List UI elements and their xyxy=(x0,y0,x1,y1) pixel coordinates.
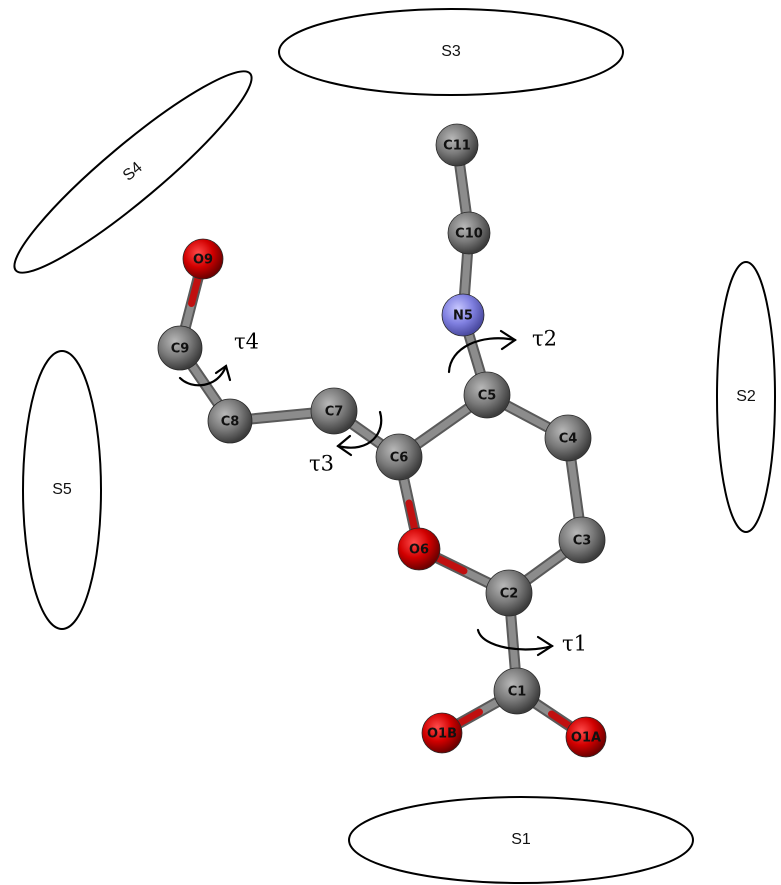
atom-c10: C10 xyxy=(447,211,491,255)
atom-sphere-c10 xyxy=(447,211,491,255)
atom-sphere-c1 xyxy=(493,667,541,715)
atom-sphere-c11 xyxy=(435,123,479,167)
site-s2: S2 xyxy=(716,261,776,533)
atom-c1: C1 xyxy=(493,667,541,715)
atom-sphere-c8 xyxy=(207,398,253,444)
site-ellipse-s1 xyxy=(348,796,694,884)
atom-o9: O9 xyxy=(182,238,224,280)
atom-sphere-n5 xyxy=(441,293,485,337)
atom-sphere-c3 xyxy=(558,516,606,564)
atom-sphere-o6 xyxy=(397,527,441,571)
atom-c5: C5 xyxy=(463,371,511,419)
atom-o1a: O1A xyxy=(565,716,607,758)
torsion-arrow-curve-t4 xyxy=(178,364,228,387)
atom-n5: N5 xyxy=(441,293,485,337)
torsion-arrow-t2 xyxy=(447,329,517,374)
site-ellipse-s3 xyxy=(278,8,624,96)
torsion-arrow-head-t1 xyxy=(536,635,555,657)
torsion-label-t2: τ2 xyxy=(532,327,557,351)
torsion-label-t4: τ4 xyxy=(234,330,259,354)
atom-o1b: O1B xyxy=(421,712,463,754)
torsion-arrow-head-t2 xyxy=(499,329,517,351)
torsion-arrow-t1 xyxy=(476,628,555,657)
site-s5: S5 xyxy=(22,350,102,630)
atom-label-c6: C6 xyxy=(390,451,409,466)
atom-sphere-c4 xyxy=(544,414,592,462)
atom-label-c2: C2 xyxy=(500,587,519,602)
atom-sphere-o1a xyxy=(565,716,607,758)
site-ellipse-s4 xyxy=(13,70,253,274)
torsion-arrow-curve-t3 xyxy=(336,410,383,449)
torsion-arrow-head-t3 xyxy=(336,434,353,457)
atom-c3: C3 xyxy=(558,516,606,564)
atom-label-c9: C9 xyxy=(171,342,190,357)
atom-c4: C4 xyxy=(544,414,592,462)
site-ellipse-s2 xyxy=(716,261,776,533)
atom-sphere-c7 xyxy=(310,387,358,435)
atom-label-c1: C1 xyxy=(508,685,527,700)
atom-c7: C7 xyxy=(310,387,358,435)
torsion-arrow-curve-t1 xyxy=(476,628,554,651)
atom-sphere-c6 xyxy=(375,433,423,481)
site-s4: S4 xyxy=(13,70,253,274)
atom-sphere-c5 xyxy=(463,371,511,419)
site-s3: S3 xyxy=(278,8,624,96)
site-s1: S1 xyxy=(348,796,694,884)
torsion-arrow-t4 xyxy=(178,364,232,387)
atom-label-o1b: O1B xyxy=(427,727,457,742)
atom-c9: C9 xyxy=(157,325,203,371)
atom-c11: C11 xyxy=(435,123,479,167)
atom-c8: C8 xyxy=(207,398,253,444)
atom-label-c11: C11 xyxy=(443,139,471,154)
site-label-s5: S5 xyxy=(52,481,72,498)
site-ellipse-s5 xyxy=(22,350,102,630)
atom-sphere-c9 xyxy=(157,325,203,371)
atom-label-c5: C5 xyxy=(478,389,497,404)
atom-label-c10: C10 xyxy=(455,227,483,242)
atom-label-c8: C8 xyxy=(221,415,240,430)
torsion-label-t1: τ1 xyxy=(562,632,587,656)
atom-sphere-c2 xyxy=(485,569,533,617)
torsion-arrow-head-t4 xyxy=(214,364,232,382)
atom-label-o9: O9 xyxy=(193,253,213,268)
atom-c6: C6 xyxy=(375,433,423,481)
atom-label-o1a: O1A xyxy=(571,731,601,746)
torsion-label-t3: τ3 xyxy=(309,452,334,476)
atom-c2: C2 xyxy=(485,569,533,617)
torsion-arrow-t3 xyxy=(336,410,383,457)
atom-sphere-o9 xyxy=(182,238,224,280)
atom-o6: O6 xyxy=(397,527,441,571)
atom-label-c4: C4 xyxy=(559,432,578,447)
atom-label-c7: C7 xyxy=(325,405,344,420)
site-label-s2: S2 xyxy=(736,388,756,405)
atom-label-o6: O6 xyxy=(409,543,429,558)
atom-sphere-o1b xyxy=(421,712,463,754)
torsion-arrow-curve-t2 xyxy=(447,337,517,374)
atom-label-c3: C3 xyxy=(573,534,592,549)
site-label-s1: S1 xyxy=(511,831,531,848)
atom-label-n5: N5 xyxy=(453,309,473,324)
site-label-s3: S3 xyxy=(441,43,461,60)
